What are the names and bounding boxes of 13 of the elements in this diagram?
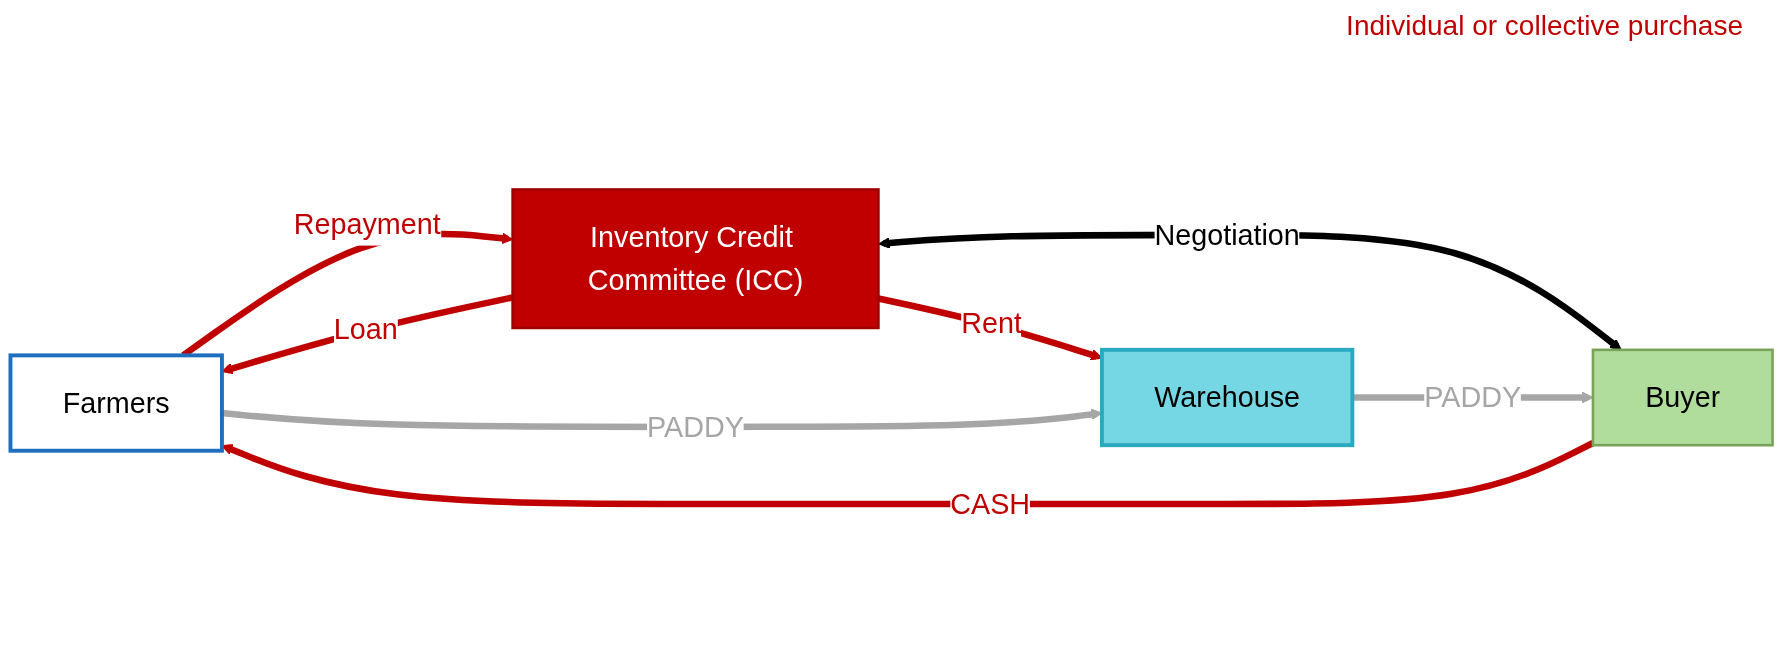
node-box: Inventory Credit Committee (ICC) xyxy=(511,188,880,330)
edge-label: PADDY xyxy=(1424,381,1522,414)
arrow xyxy=(221,440,1595,508)
edge-label: Loan xyxy=(333,312,398,346)
edge-label: PADDY xyxy=(647,410,744,444)
edge-label: CASH xyxy=(950,487,1031,521)
node-box: Warehouse xyxy=(1100,347,1355,448)
node-box: Farmers xyxy=(8,353,224,453)
node-box: Buyer xyxy=(1591,348,1774,447)
edge-label: Rent xyxy=(961,306,1022,340)
note-text: Individual or collective purchase xyxy=(1346,10,1743,42)
edge-label: Repayment xyxy=(293,207,441,241)
edge-label: Negotiation xyxy=(1154,218,1300,252)
